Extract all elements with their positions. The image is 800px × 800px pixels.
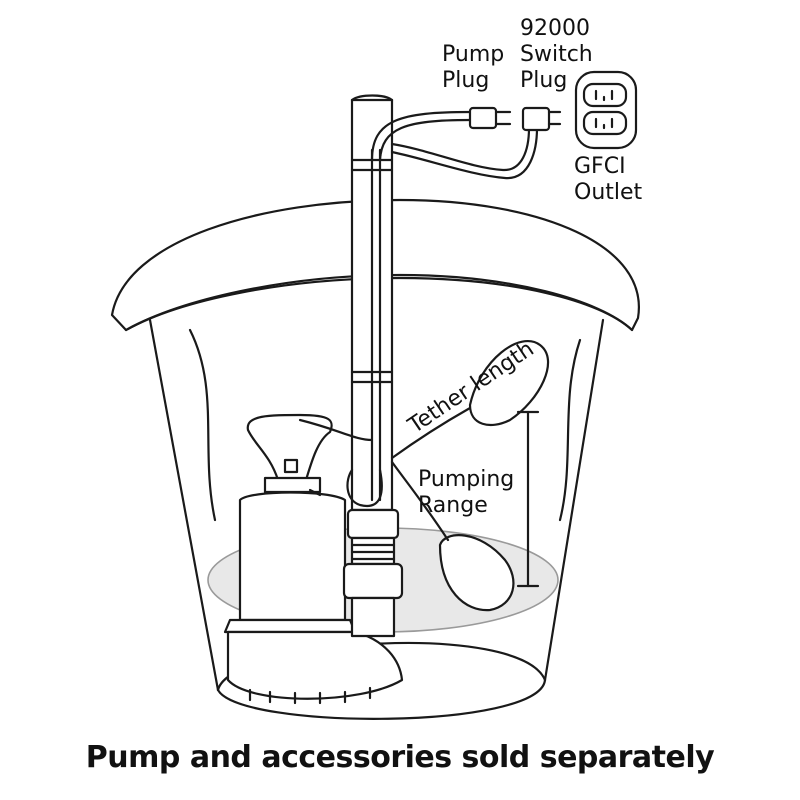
check-valve <box>342 468 404 638</box>
lower-float <box>390 460 515 612</box>
discharge-pipe <box>350 94 394 512</box>
switch-plug <box>521 106 562 132</box>
pump <box>223 413 404 705</box>
caption: Pump and accessories sold separately <box>85 740 715 775</box>
switch-plug-label: 92000 Switch Plug <box>520 16 593 93</box>
power-cords <box>370 110 539 180</box>
outlet-label: GFCI Outlet <box>574 154 643 205</box>
pump-plug-label: Pump Plug <box>442 42 505 93</box>
gfci-outlet <box>574 70 638 150</box>
pumping-range-bracket <box>516 410 540 588</box>
pumping-range-label: Pumping Range <box>418 467 515 518</box>
pump-plug <box>468 106 512 130</box>
upper-float <box>390 340 550 460</box>
